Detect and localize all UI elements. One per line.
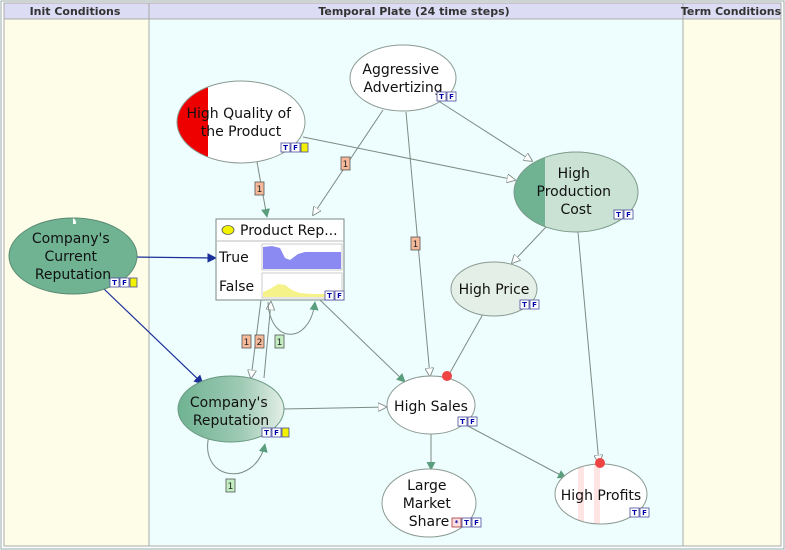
svg-text:T: T	[112, 279, 117, 287]
node-state-icon	[221, 225, 235, 235]
tf-badge-market-share[interactable]: * T F	[451, 517, 482, 528]
node-current-reputation-label: Company's Current Reputation	[32, 231, 114, 283]
node-high-profits[interactable]: High Profits	[554, 458, 648, 528]
svg-text:1: 1	[244, 338, 250, 348]
product-reputation-title: Product Rep...	[240, 223, 338, 239]
svg-text:*: *	[455, 519, 459, 527]
arc-company-reputation-self-loop[interactable]	[207, 431, 268, 475]
svg-text:F: F	[293, 144, 298, 152]
arc-label-product-to-company: 1	[241, 334, 252, 349]
svg-text:1: 1	[228, 482, 234, 492]
temporal-plate-label: Temporal Plate (24 time steps)	[318, 5, 509, 18]
svg-text:T: T	[283, 144, 288, 152]
term-conditions-panel	[682, 18, 782, 547]
node-high-quality-label: High Quality of the Product	[186, 106, 295, 140]
high-sales-evidence-dot	[442, 371, 452, 381]
svg-text:F: F	[470, 418, 475, 426]
plate-header	[3, 2, 782, 20]
arc-high-price-to-high-sales[interactable]	[446, 313, 484, 379]
arc-product-reputation-to-high-sales[interactable]	[319, 299, 406, 383]
svg-text:F: F	[337, 292, 342, 300]
node-high-sales[interactable]: High Sales	[386, 371, 476, 435]
svg-text:1: 1	[257, 185, 263, 195]
arc-label-quality-product: 1	[254, 181, 265, 196]
arc-label-company-to-product: 2	[254, 334, 265, 349]
node-high-price[interactable]: High Price	[450, 261, 538, 317]
svg-text:T: T	[464, 519, 469, 527]
svg-text:2: 2	[257, 338, 263, 348]
node-company-reputation-label: Company's Reputation	[190, 395, 272, 429]
node-aggressive-advertizing[interactable]: Aggressive Advertizing	[349, 44, 457, 112]
node-companys-current-reputation[interactable]: Company's Current Reputation	[8, 217, 138, 295]
tf-badge-high-sales[interactable]: T F	[457, 416, 478, 427]
svg-text:T: T	[616, 211, 621, 219]
node-high-profits-label: High Profits	[561, 488, 641, 504]
svg-text:F: F	[626, 211, 631, 219]
state-false-label: False	[219, 279, 254, 295]
node-large-market-share[interactable]: Large Market Share	[381, 468, 477, 538]
arc-label-advertizing-product: 1	[340, 156, 351, 171]
node-companys-reputation[interactable]: Company's Reputation	[177, 375, 285, 443]
arc-advertizing-to-production-cost[interactable]	[439, 101, 532, 161]
svg-text:F: F	[449, 93, 454, 101]
svg-text:F: F	[122, 279, 127, 287]
high-profits-evidence-dot	[595, 458, 605, 468]
tf-badge-company-reputation[interactable]: T F	[261, 427, 290, 438]
svg-text:1: 1	[343, 160, 349, 170]
svg-text:T: T	[264, 429, 269, 437]
tf-badge-high-profits[interactable]: T F	[629, 507, 650, 518]
node-high-sales-label: High Sales	[394, 399, 468, 415]
state-true-label: True	[218, 250, 249, 266]
arc-production-cost-to-high-price[interactable]	[512, 226, 547, 263]
svg-text:T: T	[327, 292, 332, 300]
tf-badge-current-reputation[interactable]: T F	[109, 277, 138, 288]
arc-production-cost-to-high-profits[interactable]	[577, 231, 599, 463]
tf-badge-high-price[interactable]: T F	[519, 299, 540, 310]
svg-text:T: T	[460, 418, 465, 426]
arc-high-sales-to-high-profits[interactable]	[467, 425, 567, 479]
arc-current-reputation-to-product-reputation[interactable]	[129, 253, 217, 263]
node-aggressive-advertizing-label: Aggressive Advertizing	[362, 62, 443, 96]
arc-current-reputation-to-company-reputation[interactable]	[103, 288, 204, 385]
svg-text:F: F	[532, 301, 537, 309]
arc-quality-to-production-cost[interactable]	[302, 136, 515, 180]
svg-text:T: T	[522, 301, 527, 309]
arc-product-reputation-self-loop[interactable]	[267, 301, 319, 335]
tf-badge-cost[interactable]: T F	[613, 209, 634, 220]
arc-label-advertizing-sales: 1	[410, 236, 421, 251]
svg-text:F: F	[474, 519, 479, 527]
svg-text:1: 1	[277, 338, 283, 348]
tf-badge-quality[interactable]: T F	[280, 142, 309, 153]
node-high-price-label: High Price	[459, 282, 530, 298]
arc-company-reputation-to-high-sales[interactable]	[282, 407, 386, 409]
arc-label-company-self: 1	[225, 478, 236, 493]
svg-text:F: F	[274, 429, 279, 437]
node-high-production-cost-label: High Production Cost	[537, 166, 616, 218]
svg-text:T: T	[439, 93, 444, 101]
node-high-quality-product[interactable]: High Quality of the Product	[170, 78, 306, 168]
tf-badge-advertizing[interactable]: T F	[436, 91, 457, 102]
svg-text:1: 1	[413, 240, 419, 250]
init-conditions-label: Init Conditions	[30, 5, 121, 18]
arc-label-product-self: 1	[274, 334, 285, 349]
svg-text:T: T	[632, 509, 637, 517]
term-conditions-label: Term Conditions	[681, 5, 782, 18]
svg-text:F: F	[642, 509, 647, 517]
node-market-share-label: Large Market Share	[403, 478, 456, 530]
tf-badge-product-reputation[interactable]: T F	[324, 290, 345, 301]
node-product-reputation[interactable]: Product Rep... True False	[215, 218, 345, 301]
